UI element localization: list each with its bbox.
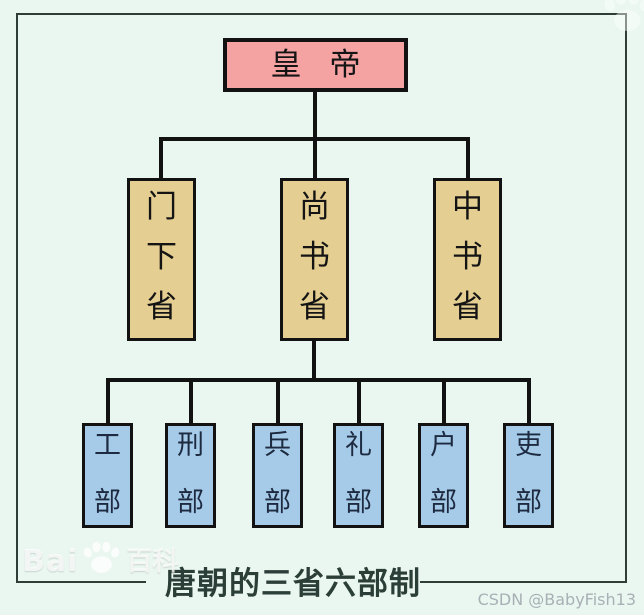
node-zhongshu-sheng: 中书省 [433, 178, 502, 341]
node-emperor: 皇帝 [223, 38, 408, 92]
csdn-credit-text: CSDN @BabyFish13 [477, 590, 636, 609]
edge-drop-zhongshu [466, 137, 470, 180]
outer-frame [16, 13, 627, 583]
node-shangshu-sheng: 尚书省 [280, 178, 349, 341]
node-menxia-sheng: 门下省 [127, 178, 196, 341]
node-ministry-of-rites: 礼部 [333, 423, 384, 528]
node-ministry-of-personnel: 吏部 [503, 423, 554, 528]
edge-departments-bus [159, 137, 470, 141]
edge-emperor-to-shangshu [313, 90, 317, 180]
edge-drop-xingbu [189, 378, 193, 425]
edge-shangshu-to-ministries [312, 339, 316, 382]
edge-drop-menxia [159, 137, 163, 180]
edge-ministries-bus [106, 378, 531, 382]
edge-drop-libu-personnel [527, 378, 531, 425]
edge-drop-hubu [442, 378, 446, 425]
edge-drop-libu-rites [357, 378, 361, 425]
node-ministry-of-war: 兵部 [252, 423, 303, 528]
frame-bottom-left-segment [16, 581, 146, 583]
node-ministry-of-justice: 刑部 [165, 423, 216, 528]
node-ministry-of-works: 工部 [82, 423, 133, 528]
edge-drop-bingbu [276, 378, 280, 425]
diagram-caption: 唐朝的三省六部制 [165, 566, 421, 602]
frame-bottom-right-segment [420, 581, 625, 583]
edge-drop-gongbu [106, 378, 110, 425]
node-ministry-of-revenue: 户部 [418, 423, 469, 528]
